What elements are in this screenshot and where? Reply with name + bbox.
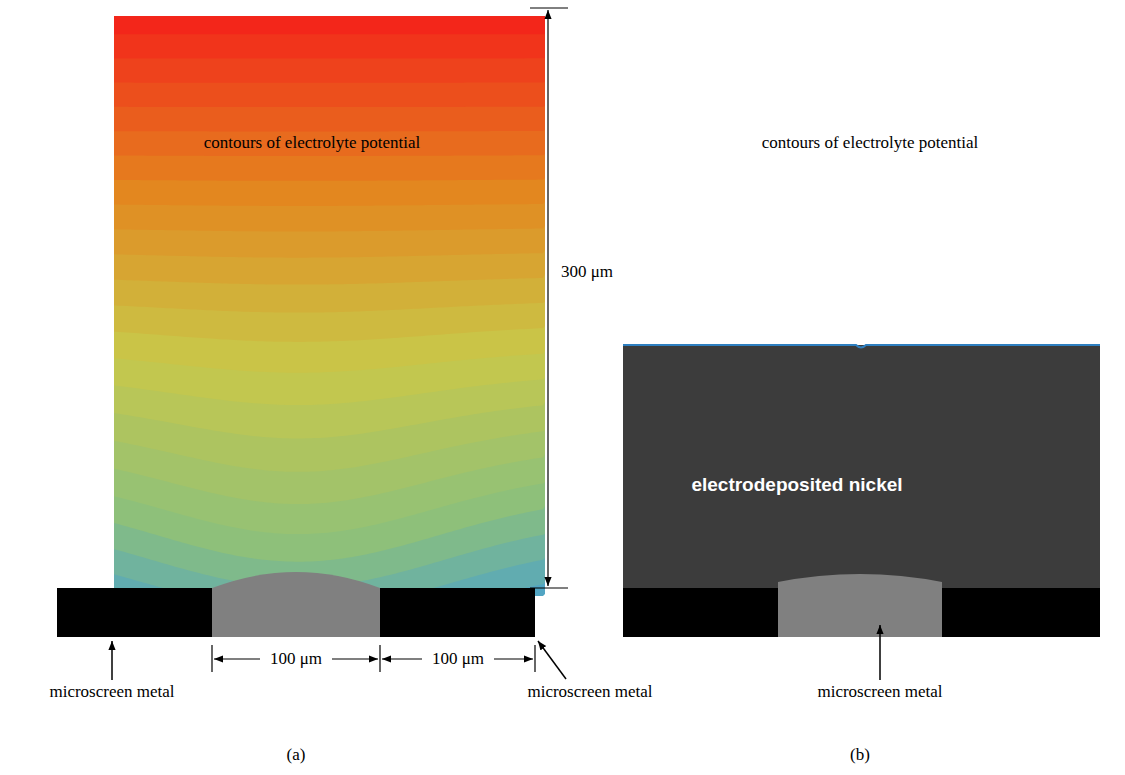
region-label: contours of electrolyte potential xyxy=(762,133,979,153)
leader-arrow xyxy=(111,641,113,680)
potential-band xyxy=(114,16,545,596)
dimension-line xyxy=(382,658,422,659)
electrolyte-region: contours of electrolyte potential xyxy=(57,8,535,588)
panel-label: (a) xyxy=(287,746,306,765)
potential-band xyxy=(114,16,545,156)
nickel-region: electrodeposited nickel xyxy=(623,345,1100,588)
potential-band xyxy=(114,16,545,131)
potential-band xyxy=(114,16,545,596)
potential-band xyxy=(114,16,545,562)
dimension-line xyxy=(494,658,533,659)
leader-arrow xyxy=(538,641,566,679)
potential-band xyxy=(114,16,545,206)
potential-contours xyxy=(114,16,545,596)
leader-arrow xyxy=(879,625,881,680)
part-label: microscreen metal xyxy=(817,683,942,702)
microscreen-metal xyxy=(57,588,212,637)
dimension-label: 100 μm xyxy=(432,650,484,669)
potential-band xyxy=(114,16,545,596)
potential-band xyxy=(114,16,545,232)
deposit-dome xyxy=(778,574,942,637)
potential-band xyxy=(114,16,545,58)
potential-band xyxy=(114,16,545,258)
nickel-deposit xyxy=(623,345,1100,588)
dimension-tick xyxy=(530,588,568,589)
deposit-front xyxy=(623,345,1100,348)
potential-band xyxy=(114,16,545,405)
dimension-line xyxy=(332,658,378,659)
dimension-tick xyxy=(211,645,212,672)
potential-band xyxy=(114,16,545,534)
dimension-tick xyxy=(534,645,535,672)
microscreen-metal xyxy=(380,588,535,637)
dimension-label: 300 μm xyxy=(559,261,615,284)
potential-band xyxy=(114,16,545,504)
part-label: microscreen metal xyxy=(49,683,174,702)
potential-band xyxy=(114,16,545,285)
region-label: electrodeposited nickel xyxy=(691,474,902,496)
potential-band xyxy=(114,16,545,107)
dimension-tick xyxy=(530,8,568,9)
potential-band xyxy=(114,16,545,373)
potential-band xyxy=(114,16,545,438)
potential-band xyxy=(114,16,545,83)
part-label: microscreen metal xyxy=(527,683,652,702)
microscreen-metal xyxy=(623,588,778,637)
electrolyte-region: contours of electrolyte potential xyxy=(623,8,1100,345)
deposit-dome xyxy=(212,572,380,637)
microscreen-metal xyxy=(942,588,1100,637)
potential-band xyxy=(114,16,545,587)
dimension-label: 100 μm xyxy=(270,650,322,669)
region-label: contours of electrolyte potential xyxy=(204,133,421,153)
potential-band xyxy=(114,16,545,313)
dimension-tick xyxy=(379,645,380,672)
dimension-line xyxy=(214,658,260,659)
potential-band xyxy=(114,16,545,181)
panel-label: (b) xyxy=(850,746,870,765)
dimension-line xyxy=(547,10,548,586)
potential-band xyxy=(114,16,545,342)
potential-band xyxy=(114,16,545,472)
potential-band xyxy=(114,16,545,34)
